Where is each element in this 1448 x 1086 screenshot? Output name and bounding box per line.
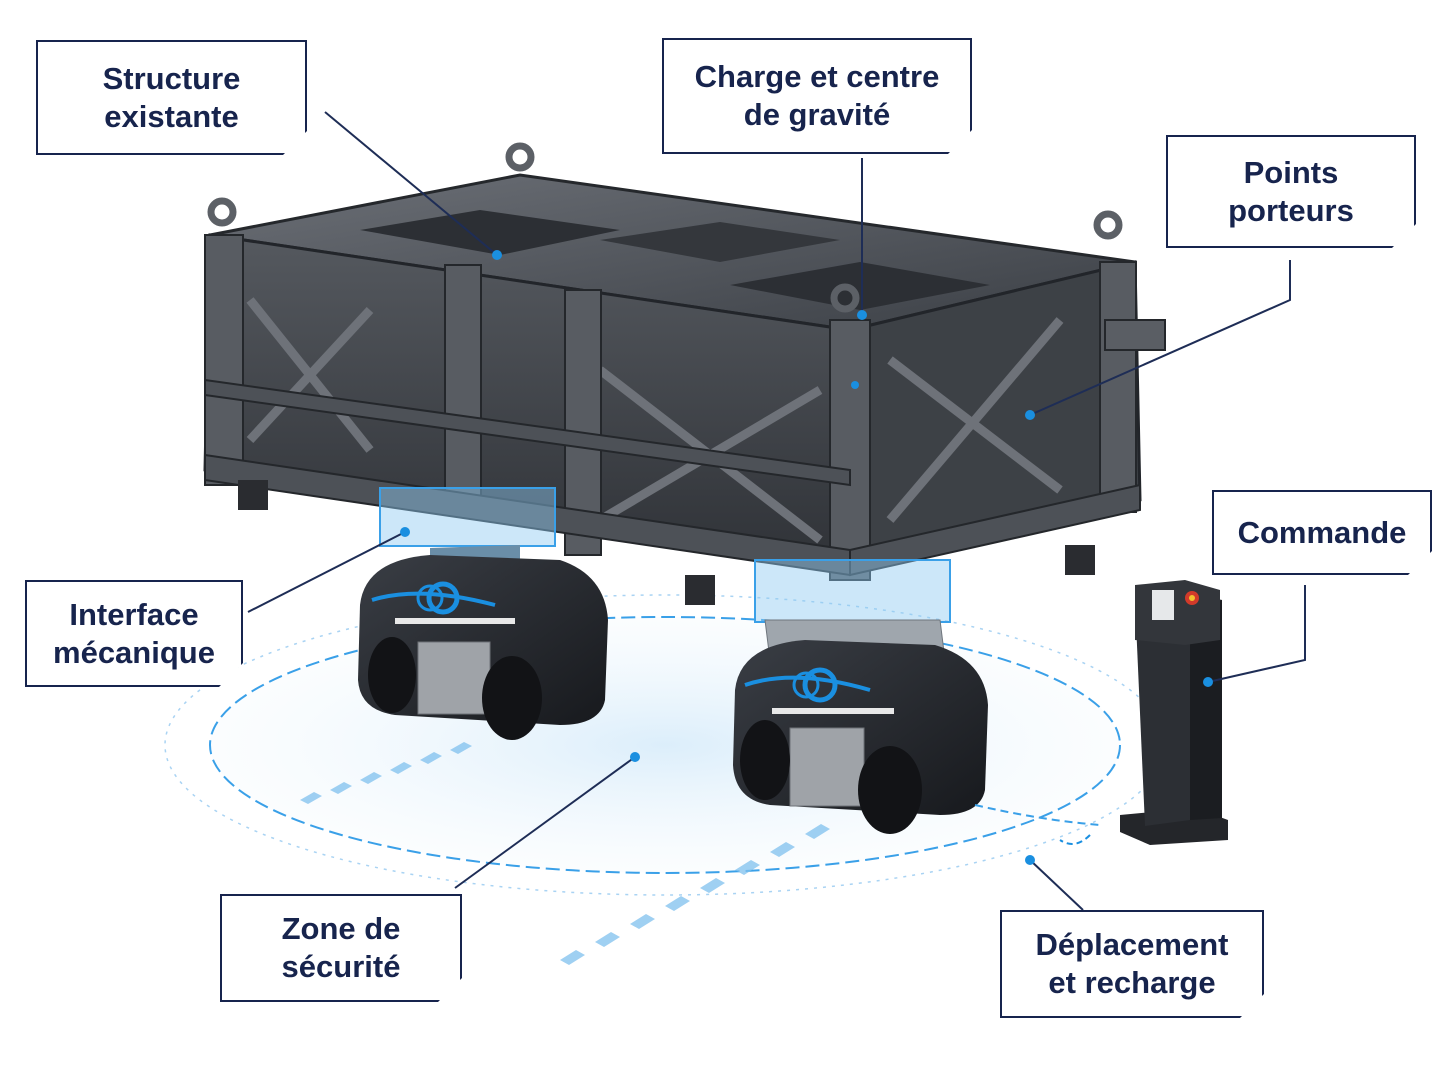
label-zone-text: Zone de sécurité xyxy=(281,911,401,984)
label-interface-mecanique: Interface mécanique xyxy=(25,580,243,687)
label-charge-centre-gravite: Charge et centre de gravité xyxy=(662,38,972,154)
anchor-dots xyxy=(400,250,1213,865)
label-commande: Commande xyxy=(1212,490,1432,575)
label-structure-text: Structure existante xyxy=(102,60,241,134)
label-deplacement-text: Déplacement et recharge xyxy=(1035,927,1229,1000)
label-interface-text: Interface mécanique xyxy=(53,596,215,670)
control-pedestal xyxy=(974,580,1228,845)
label-structure-existante: Structure existante xyxy=(36,40,307,155)
safety-zone xyxy=(164,594,1166,896)
mobile-robot-left xyxy=(358,545,608,740)
travel-path-chevrons xyxy=(300,742,830,965)
steel-frame xyxy=(203,142,1166,605)
interface-blocks xyxy=(379,487,951,623)
label-points-text: Points porteurs xyxy=(1228,154,1354,228)
label-points-porteurs: Points porteurs xyxy=(1166,135,1416,248)
leader-lines xyxy=(247,111,1306,911)
label-deplacement-recharge: Déplacement et recharge xyxy=(1000,910,1264,1018)
mobile-robot-right xyxy=(733,619,988,834)
label-zone-securite: Zone de sécurité xyxy=(220,894,462,1002)
label-commande-text: Commande xyxy=(1237,514,1407,550)
label-charge-text: Charge et centre de gravité xyxy=(694,59,940,132)
